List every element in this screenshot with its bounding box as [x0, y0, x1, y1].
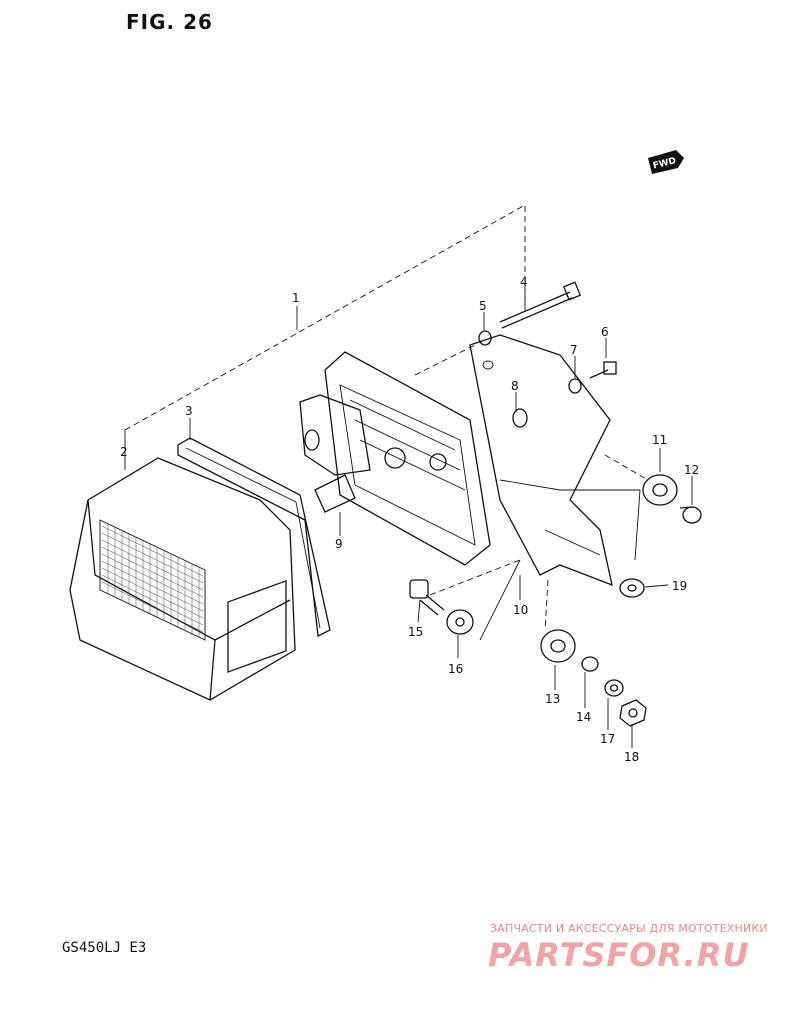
callout-5: 5	[479, 299, 487, 313]
callout-2: 2	[120, 445, 128, 459]
watermark-logo: PARTSFOR.RU	[488, 936, 750, 974]
figure-title: FIG. 26	[126, 10, 213, 34]
lens-texture-line	[101, 532, 204, 584]
lens-texture-line	[101, 553, 204, 605]
lens-texture-line	[101, 560, 204, 612]
callout-1: 1	[292, 291, 300, 305]
callout-19: 19	[672, 579, 687, 593]
callout-3: 3	[185, 404, 193, 418]
lens-texture-line	[101, 567, 204, 619]
callout-17: 17	[600, 732, 615, 746]
callout-18: 18	[624, 750, 639, 764]
callout-11: 11	[652, 433, 667, 447]
callout-4: 4	[520, 275, 528, 289]
callout-9: 9	[335, 537, 343, 551]
alignment-lines	[414, 344, 649, 641]
callout-10: 10	[513, 603, 528, 617]
leader-lines	[124, 288, 693, 748]
watermark-tagline: ЗАПЧАСТИ И АКСЕССУАРЫ ДЛЯ МОТОТЕХНИКИ	[490, 922, 768, 935]
lens-texture-line	[101, 539, 204, 591]
small-hardware	[478, 330, 617, 394]
grommet-lower	[540, 629, 647, 727]
callout-8: 8	[511, 379, 519, 393]
mounting-bracket	[469, 334, 641, 587]
callout-13: 13	[545, 692, 560, 706]
lens-texture-line	[101, 546, 204, 598]
bolt-and-washer	[409, 578, 645, 635]
long-bolt	[499, 281, 582, 329]
lamp-gasket	[177, 437, 331, 637]
lamp-housing	[324, 351, 491, 566]
callout-7: 7	[570, 343, 578, 357]
callout-14: 14	[576, 710, 591, 724]
grommet-upper	[642, 474, 702, 524]
callout-12: 12	[684, 463, 699, 477]
bulb-socket	[299, 394, 371, 513]
callout-16: 16	[448, 662, 463, 676]
assembly-bracket	[124, 204, 526, 460]
lens-texture-line	[101, 525, 204, 577]
lens-texture-line	[101, 574, 204, 626]
fwd-arrow-icon: FWD	[648, 150, 684, 174]
tail-lamp-lens	[69, 457, 296, 701]
callout-15: 15	[408, 625, 423, 639]
callout-labels: 1 2 3 4 5 6 7 8 9 10 11 12 13 14 15 16 1…	[120, 275, 699, 764]
lens-texture-line	[101, 581, 204, 633]
callout-6: 6	[601, 325, 609, 339]
model-code: GS450LJ E3	[62, 940, 147, 956]
